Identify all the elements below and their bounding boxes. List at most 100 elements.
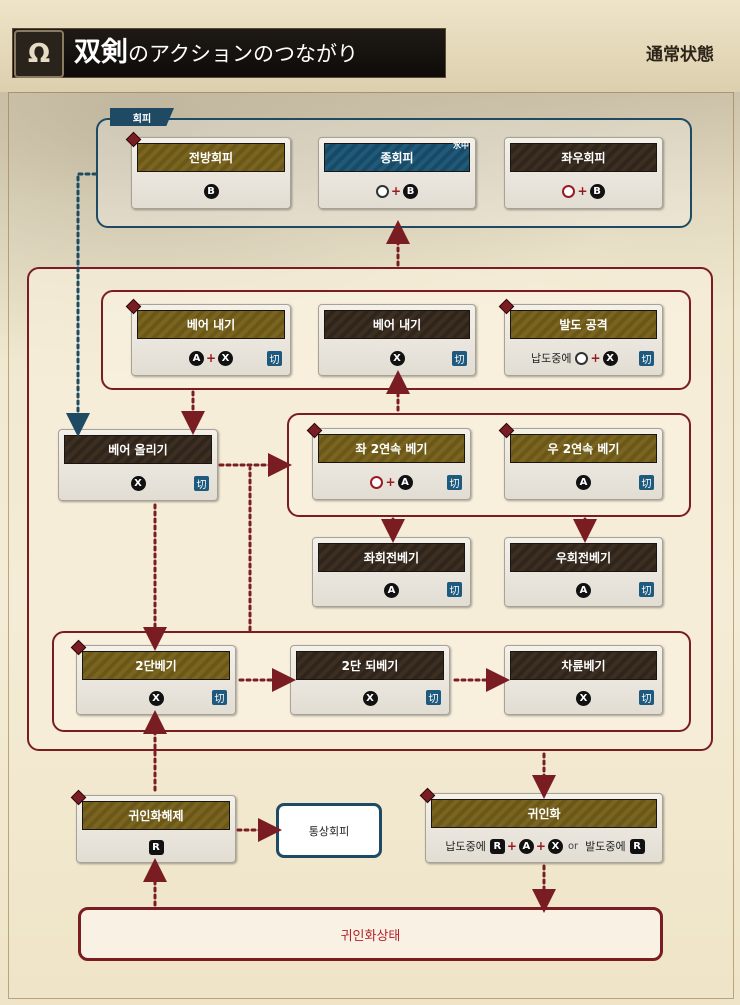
parchment-frame [8, 92, 734, 999]
a-button-icon: A [188, 350, 204, 366]
cut-type-icon: 切 [212, 690, 227, 705]
cut-type-icon: 切 [639, 582, 654, 597]
analog-stick-left-icon [370, 475, 384, 489]
card-right-double-slash[interactable]: 우 2연속 베기 A 切 [498, 422, 663, 500]
evade-group-label: 회피 [110, 108, 174, 126]
card-command: A [505, 574, 662, 606]
analog-stick-vertical-icon [375, 184, 389, 198]
a-button-icon: A [576, 474, 591, 490]
plus-icon: + [385, 475, 396, 489]
card-title: 베어 내기 [137, 310, 285, 339]
card-title: 좌우회피 [510, 143, 657, 172]
card-double-slash[interactable]: 2단베기 X 切 [70, 639, 236, 715]
x-button-icon: X [576, 690, 591, 706]
card-title: 귀인화해제 [82, 801, 230, 830]
a-button-icon: A [397, 474, 413, 490]
card-title: 좌 2연속 베기 [318, 434, 465, 463]
card-slash-down-a-x[interactable]: 베어 내기 A+X 切 [125, 298, 291, 376]
card-title: 베어 올리기 [64, 435, 212, 464]
cut-type-icon: 切 [639, 475, 654, 490]
r-button-icon: R [489, 838, 505, 854]
a-button-icon: A [576, 582, 591, 598]
x-button-icon: X [218, 350, 234, 366]
card-vertical-evade[interactable]: 종회피 水中 +B [318, 137, 476, 209]
card-title: 우회전베기 [510, 543, 657, 572]
card-wheel-slash[interactable]: 차륜베기 X 切 [504, 645, 663, 715]
card-command: X [505, 682, 662, 714]
underwater-badge: 水中 [453, 141, 469, 150]
state-label: 通常状態 [646, 45, 714, 65]
card-right-spin-slash[interactable]: 우회전베기 A 切 [504, 537, 663, 607]
cut-type-icon: 切 [426, 690, 441, 705]
card-command: A [505, 465, 662, 499]
card-title: 좌회전베기 [318, 543, 465, 572]
cut-type-icon: 切 [639, 690, 654, 705]
title-banner [12, 28, 446, 78]
card-title: 전방회피 [137, 143, 285, 172]
cut-type-icon: 切 [447, 475, 462, 490]
card-forward-evade[interactable]: 전방회피 B [125, 131, 291, 209]
card-side-evade[interactable]: 좌우회피 +B [504, 137, 663, 209]
card-title: 차륜베기 [510, 651, 657, 680]
demon-state-box[interactable]: 귀인화상태 [78, 907, 663, 961]
x-button-icon: X [547, 838, 563, 854]
plus-icon: + [577, 184, 588, 198]
cut-type-icon: 切 [194, 476, 209, 491]
x-button-icon: X [148, 690, 164, 706]
b-button-icon: B [403, 183, 419, 199]
card-left-spin-slash[interactable]: 좌회전베기 A 切 [312, 537, 471, 607]
x-button-icon: X [362, 690, 378, 706]
card-command: +A [313, 465, 470, 499]
r-button-icon: R [148, 839, 164, 855]
card-title: 베어 내기 [324, 310, 470, 339]
card-command: R [77, 832, 235, 862]
card-command: +B [505, 174, 662, 208]
x-button-icon: X [389, 350, 405, 366]
card-title: 발도 공격 [510, 310, 657, 339]
card-title: 종회피 [324, 143, 470, 172]
card-command: X [291, 682, 449, 714]
monster-hunter-emblem-icon: Ω [14, 30, 64, 78]
page-title: 双剣のアクションのつながり [74, 34, 358, 72]
plus-icon: + [205, 351, 217, 365]
card-slash-up[interactable]: 베어 올리기 X 切 [58, 429, 218, 501]
card-draw-attack[interactable]: 발도 공격 납도중에 +X 切 [498, 298, 663, 376]
card-demon-cancel[interactable]: 귀인화해제 R [70, 789, 236, 863]
x-button-icon: X [602, 350, 618, 366]
card-command: 납도중에 +X [505, 341, 662, 375]
card-command: B [132, 174, 290, 208]
cut-type-icon: 切 [267, 351, 282, 366]
cut-type-icon: 切 [639, 351, 654, 366]
title-rest: のアクションのつながり [128, 42, 358, 66]
plus-icon: + [535, 839, 546, 853]
sheathed-label: 납도중에 [531, 352, 572, 365]
card-command: X [59, 466, 217, 500]
x-button-icon: X [130, 475, 146, 491]
card-left-double-slash[interactable]: 좌 2연속 베기 +A 切 [306, 422, 471, 500]
title-weapon: 双剣 [74, 37, 128, 68]
cut-type-icon: 切 [452, 351, 467, 366]
card-title: 우 2연속 베기 [510, 434, 657, 463]
sheathed-label: 납도중에 [445, 840, 486, 853]
a-button-icon: A [518, 838, 534, 854]
plus-icon: + [590, 351, 601, 365]
card-title: 귀인화 [431, 799, 657, 828]
b-button-icon: B [203, 183, 219, 199]
card-slash-down-x[interactable]: 베어 내기 X 切 [318, 304, 476, 376]
card-command: A [313, 574, 470, 606]
or-label: or [567, 840, 579, 852]
card-command: X [319, 341, 475, 375]
card-command: X [77, 682, 235, 714]
drawn-label: 발도중에 [585, 840, 626, 853]
card-command: +B [319, 174, 475, 208]
cut-type-icon: 切 [447, 582, 462, 597]
plus-icon: + [506, 839, 517, 853]
normal-evade-box[interactable]: 통상회피 [276, 803, 382, 858]
a-button-icon: A [384, 582, 399, 598]
card-title: 2단 되베기 [296, 651, 444, 680]
card-double-return-slash[interactable]: 2단 되베기 X 切 [290, 645, 450, 715]
card-title: 2단베기 [82, 651, 230, 680]
